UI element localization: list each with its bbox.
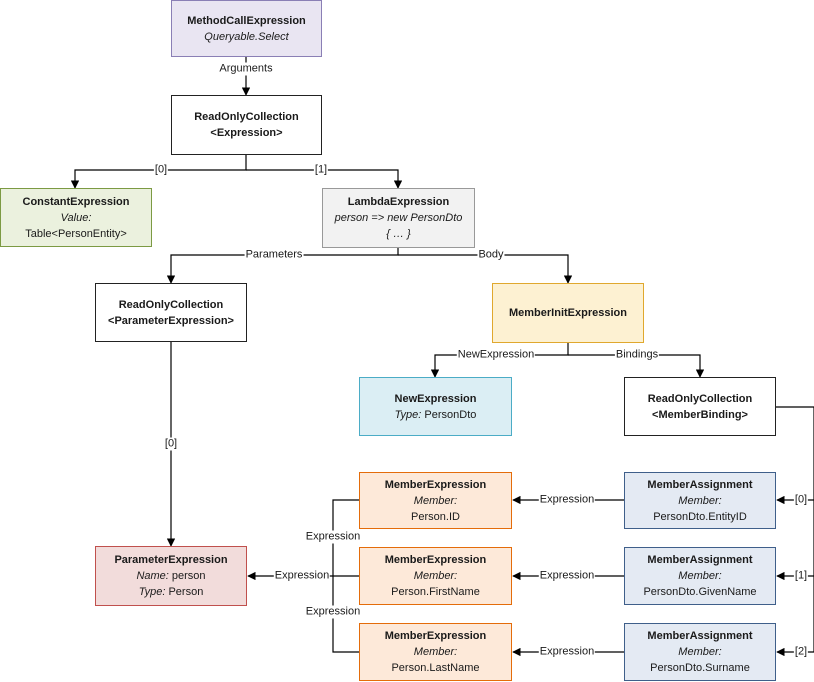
edge-label-param-index-0: [0] xyxy=(163,437,179,451)
constant-expression-node: ConstantExpression Value: Table<PersonEn… xyxy=(0,188,152,247)
type-value: PersonDto xyxy=(424,408,477,421)
edge-label-expression-1: Expression xyxy=(538,569,596,583)
member-assignment-node-0: MemberAssignment Member: PersonDto.Entit… xyxy=(624,472,776,529)
member-expression-node-0: MemberExpression Member: Person.ID xyxy=(359,472,512,529)
edge-label-index-1: [1] xyxy=(313,163,329,177)
node-type-line: Type: Person xyxy=(139,584,204,600)
node-member-value: Person.ID xyxy=(411,510,460,523)
node-generic-type: <MemberBinding> xyxy=(652,408,748,421)
node-member-label: Member: xyxy=(678,570,722,582)
node-type-line: Type: PersonDto xyxy=(395,407,477,423)
edge-label-body: Body xyxy=(477,248,505,262)
node-member-label: Member: xyxy=(678,494,722,507)
readonly-collection-expression-node: ReadOnlyCollection <Expression> xyxy=(171,95,322,155)
node-title: NewExpression xyxy=(394,392,477,405)
node-expression-text: person => new PersonDto xyxy=(334,212,463,224)
edge-label-parameters: Parameters xyxy=(244,248,304,262)
node-title: MemberAssignment xyxy=(647,478,753,491)
node-title: MemberExpression xyxy=(384,630,487,642)
node-title: MemberExpression xyxy=(384,478,487,491)
edge-label-bindings: Bindings xyxy=(614,348,660,362)
edge-label-binding-2: [2] xyxy=(793,645,809,659)
type-label: Type: xyxy=(138,586,166,598)
member-expression-node-2: MemberExpression Member: Person.LastName xyxy=(359,623,512,681)
node-title: ParameterExpression xyxy=(114,554,228,566)
node-member-label: Member: xyxy=(413,646,458,658)
node-member-value: PersonDto.Surname xyxy=(650,662,750,674)
node-title: MemberAssignment xyxy=(647,630,753,642)
node-title: LambdaExpression xyxy=(347,196,450,208)
node-title: ConstantExpression xyxy=(22,195,130,208)
edge-label-expression-0: Expression xyxy=(538,493,596,507)
node-title: MemberAssignment xyxy=(647,554,753,566)
type-value: Person xyxy=(168,586,204,598)
edge-label-index-0: [0] xyxy=(153,163,169,177)
edge-body xyxy=(398,254,573,284)
edge-label-binding-0: [0] xyxy=(793,493,809,507)
method-call-expression-node: MethodCallExpression Queryable.Select xyxy=(171,0,322,57)
new-expression-node: NewExpression Type: PersonDto xyxy=(359,377,512,436)
node-member-value: PersonDto.GivenName xyxy=(643,586,757,598)
node-title: MemberExpression xyxy=(384,554,487,566)
edge-index-1 xyxy=(246,169,403,189)
node-generic-type: <Expression> xyxy=(210,127,283,139)
type-label: Type: xyxy=(394,408,422,421)
member-assignment-node-2: MemberAssignment Member: PersonDto.Surna… xyxy=(624,623,776,681)
parameter-expression-node: ParameterExpression Name: person Type: P… xyxy=(95,546,247,606)
node-member-label: Member: xyxy=(678,646,722,658)
readonly-collection-binding-node: ReadOnlyCollection <MemberBinding> xyxy=(624,377,776,436)
edge-bindings xyxy=(568,354,705,378)
node-member-label: Member: xyxy=(413,570,458,582)
node-member-label: Member: xyxy=(413,494,458,507)
node-member-value: PersonDto.EntityID xyxy=(653,510,747,523)
node-generic-type: <ParameterExpression> xyxy=(108,314,234,327)
node-title: ReadOnlyCollection xyxy=(118,298,224,311)
readonly-collection-parameter-node: ReadOnlyCollection <ParameterExpression> xyxy=(95,283,247,342)
node-value: Table<PersonEntity> xyxy=(25,227,127,240)
node-name-line: Name: person xyxy=(136,568,205,584)
edge-label-expression-bot: Expression xyxy=(304,605,362,619)
edge-label-expression-top: Expression xyxy=(304,530,362,544)
node-member-value: Person.FirstName xyxy=(391,586,480,598)
edge-label-expression-2: Expression xyxy=(538,645,596,659)
name-value: person xyxy=(171,570,206,582)
node-expression-body: { … } xyxy=(386,228,411,240)
node-title: MethodCallExpression xyxy=(187,14,306,27)
edge-label-arguments: Arguments xyxy=(218,62,274,76)
node-title: ReadOnlyCollection xyxy=(647,392,753,405)
edge-binding-bus xyxy=(776,406,814,652)
node-title: ReadOnlyCollection xyxy=(194,111,299,123)
node-value-label: Value: xyxy=(60,211,92,224)
edge-label-expression-mid: Expression xyxy=(273,569,331,583)
node-member-value: Person.LastName xyxy=(391,662,480,674)
node-subtitle: Queryable.Select xyxy=(204,30,289,43)
edge-label-binding-1: [1] xyxy=(793,569,809,583)
member-init-expression-node: MemberInitExpression xyxy=(492,283,644,343)
member-expression-node-1: MemberExpression Member: Person.FirstNam… xyxy=(359,547,512,605)
edge-label-new-expression: NewExpression xyxy=(456,348,536,362)
lambda-expression-node: LambdaExpression person => new PersonDto… xyxy=(322,188,475,248)
node-title: MemberInitExpression xyxy=(509,307,627,319)
name-label: Name: xyxy=(136,570,169,582)
member-assignment-node-1: MemberAssignment Member: PersonDto.Given… xyxy=(624,547,776,605)
